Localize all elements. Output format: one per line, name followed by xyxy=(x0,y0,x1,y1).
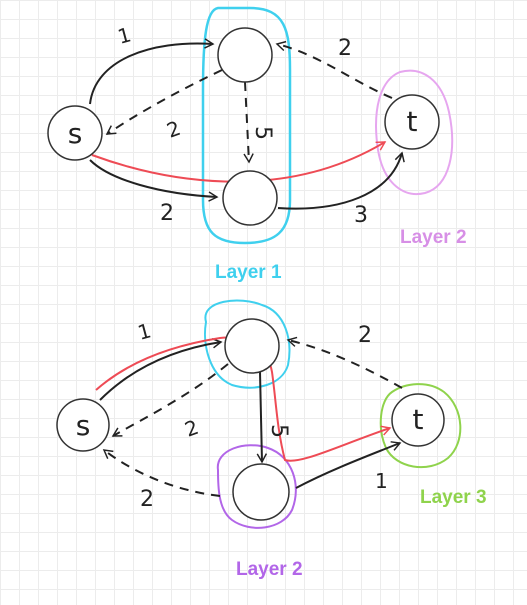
path-s-to-t xyxy=(91,141,387,183)
layer2-outline-top xyxy=(375,69,454,195)
top-graph: s t 1 2 5 2 2 3 Layer 1 Layer 2 xyxy=(47,6,467,283)
node-s xyxy=(47,105,103,161)
label-layer2-bottom: Layer 2 xyxy=(236,559,303,580)
layer-top-outline xyxy=(204,299,291,389)
weight-top-s-b: 2 xyxy=(182,415,202,442)
weight-t-top: 2 xyxy=(338,36,352,61)
weight-top-bottom: 5 xyxy=(250,126,275,140)
node-s-b-label: s xyxy=(76,409,91,442)
edge-bottom-to-s-b xyxy=(102,449,221,497)
weight-s-top: 1 xyxy=(115,22,134,48)
edge-top-to-bottom xyxy=(243,81,254,164)
weight-top-s: 2 xyxy=(164,116,184,143)
edge-top-to-bottom-b xyxy=(256,371,268,464)
label-layer2-top: Layer 2 xyxy=(400,227,467,248)
edge-t-to-top xyxy=(275,40,393,99)
weight-s-bottom: 2 xyxy=(160,201,174,226)
weight-bottom-t: 3 xyxy=(354,203,368,228)
weight-s-top-b: 1 xyxy=(135,318,154,344)
node-bottom-b xyxy=(232,463,290,521)
layer2-outline-bottom xyxy=(216,444,297,529)
node-t xyxy=(384,94,440,150)
edge-s-to-top xyxy=(89,38,215,105)
layer1-outline xyxy=(201,6,292,245)
node-t-b-label: t xyxy=(413,403,424,436)
edge-s-to-bottom xyxy=(89,159,219,202)
node-top-b xyxy=(224,318,280,374)
node-s-label: s xyxy=(68,117,83,150)
node-t-label: t xyxy=(407,105,418,138)
label-layer3: Layer 3 xyxy=(420,487,487,508)
node-top-layer1 xyxy=(217,27,273,83)
bottom-graph: s t 1 2 5 2 2 1 Layer 2 Layer 3 xyxy=(56,299,487,580)
node-bottom-layer1 xyxy=(222,170,278,226)
edge-top-to-s-b xyxy=(111,363,229,437)
path-red-b xyxy=(95,336,392,462)
edge-bottom-to-t-b xyxy=(295,441,402,489)
weight-bottom-s-b: 2 xyxy=(140,487,154,512)
edge-s-to-top-b xyxy=(99,338,223,401)
node-s-b xyxy=(56,398,110,452)
label-layer1: Layer 1 xyxy=(215,262,282,283)
edge-bottom-to-t xyxy=(277,151,405,210)
node-t-b xyxy=(391,393,445,447)
weight-t-top-b: 2 xyxy=(358,323,372,348)
weight-top-bottom-b: 5 xyxy=(266,424,291,438)
edge-t-to-top-b xyxy=(286,336,403,389)
edge-top-to-s xyxy=(105,69,223,135)
weight-bottom-t-b: 1 xyxy=(375,469,388,493)
